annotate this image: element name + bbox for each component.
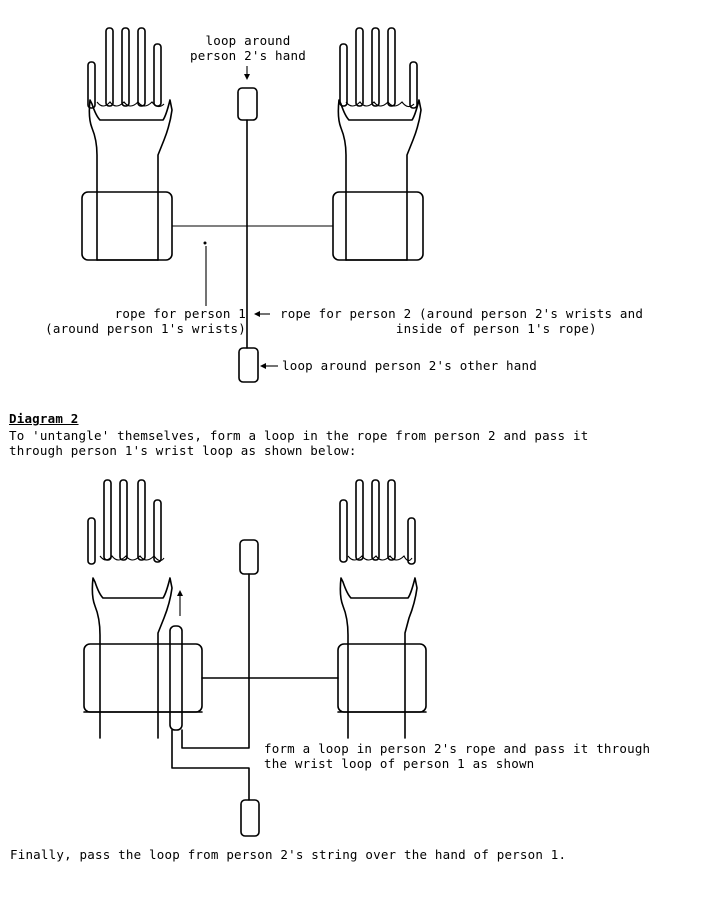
final-instruction: Finally, pass the loop from person 2's s…: [10, 847, 567, 862]
loop-top-d1: [237, 87, 258, 121]
right-hand-diagram-1: [332, 27, 424, 261]
label-rope-person-2: rope for person 2 (around person 2's wri…: [280, 306, 644, 336]
passed-loop-d2: [169, 625, 183, 731]
label-form-loop: form a loop in person 2's rope and pass …: [264, 741, 651, 771]
rope-person-2-d2: [181, 573, 250, 749]
loop-top-d2: [239, 539, 259, 575]
loop-bottom-d1: [238, 347, 259, 383]
diagram-2-heading: Diagram 2: [9, 411, 79, 426]
label-rope-person-1: rope for person 1 (around person 1's wri…: [45, 306, 246, 336]
left-hand-diagram-2: [83, 479, 203, 739]
right-hand-diagram-2: [337, 479, 427, 739]
label-loop-other-hand: loop around person 2's other hand: [282, 358, 537, 373]
diagram-2-intro: To 'untangle' themselves, form a loop in…: [9, 428, 589, 458]
left-hand-diagram-1: [81, 27, 173, 261]
loop-bottom-d2: [240, 799, 260, 837]
label-loop-around-hand: loop around person 2's hand: [190, 33, 306, 63]
